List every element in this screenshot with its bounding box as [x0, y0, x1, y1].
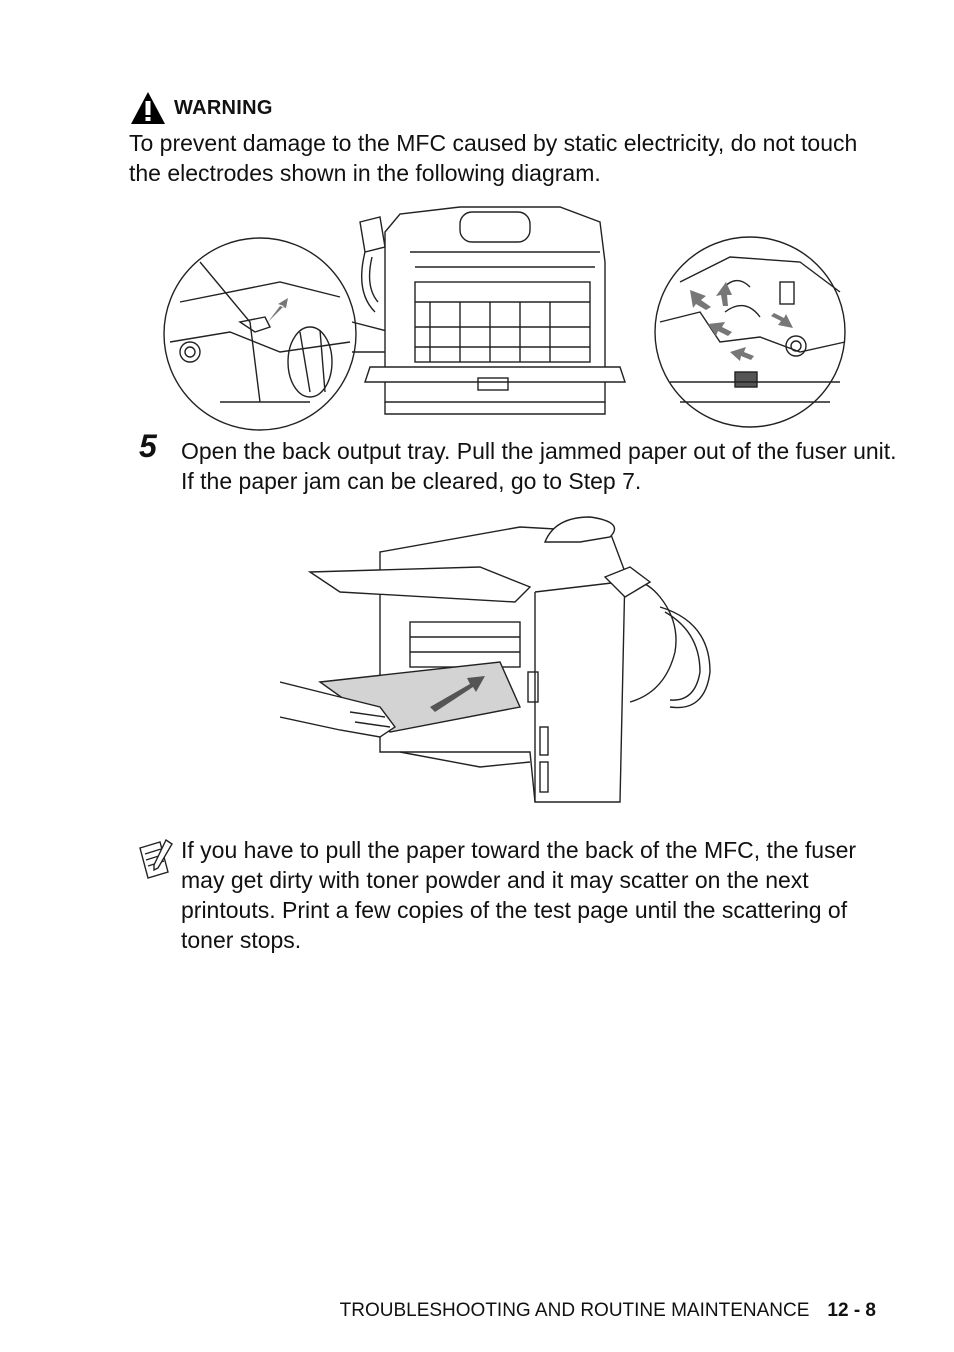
arrow-icon: [716, 282, 732, 306]
pull-arrow-icon: [430, 676, 485, 712]
arrow-icon: [690, 290, 711, 310]
arrow-icon: [771, 313, 793, 328]
jammed-paper-diagram: [280, 516, 711, 803]
warning-triangle-icon: [131, 92, 165, 124]
step-number: 5: [139, 428, 157, 464]
mfc-back-illustration: [307, 516, 711, 803]
page-footer: TROUBLESHOOTING AND ROUTINE MAINTENANCE 1…: [300, 1300, 876, 1322]
mfc-front-illustration: [359, 206, 626, 415]
footer-section: TROUBLESHOOTING AND ROUTINE MAINTENANCE: [339, 1300, 810, 1321]
right-electrode-callout: [654, 236, 846, 428]
note-text: If you have to pull the paper toward the…: [181, 837, 857, 953]
electrodes-diagram: [163, 206, 846, 431]
left-arrow-icon: [268, 298, 288, 322]
right-arrows: [690, 282, 793, 361]
arrow-icon: [730, 347, 754, 361]
footer-page-number: 12 - 8: [827, 1300, 876, 1321]
hand-illustration: [280, 681, 397, 738]
warning-label: WARNING: [174, 96, 273, 119]
note-pad-icon: [139, 838, 173, 879]
warning-heading: WARNING: [130, 88, 273, 128]
arrow-icon: [708, 322, 732, 336]
left-electrode-callout: [163, 237, 357, 431]
step-text: Open the back output tray. Pull the jamm…: [181, 438, 897, 494]
warning-text: To prevent damage to the MFC caused by s…: [129, 130, 858, 186]
